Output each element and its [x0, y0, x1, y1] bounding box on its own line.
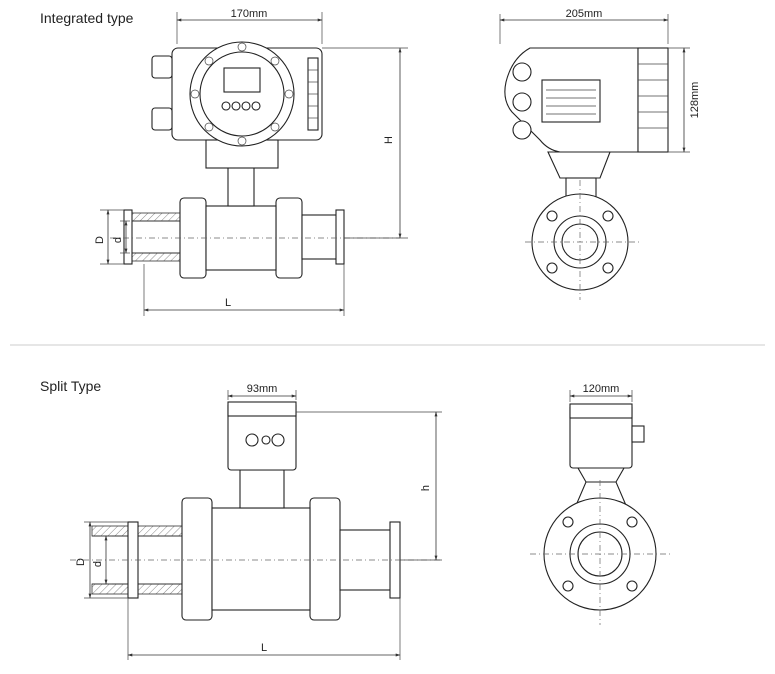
split-side-view: 120mm	[530, 383, 670, 625]
key-button-1	[221, 101, 231, 111]
lcd-display	[223, 67, 261, 93]
side-housing-base	[547, 151, 611, 179]
split-right-flange	[309, 497, 341, 621]
side-junction-base	[577, 467, 625, 483]
dim-split-d-label: d	[92, 561, 104, 567]
split-left-flange	[181, 497, 213, 621]
key-button-3	[241, 101, 251, 111]
junction-gland-2	[261, 435, 271, 445]
integrated-front-view: 170mm H D d L	[94, 8, 408, 316]
key-button-2	[231, 101, 241, 111]
integrated-type-title: Integrated type	[40, 10, 134, 26]
key-button-4	[251, 101, 261, 111]
integrated-side-view: 205mm 128mm	[499, 8, 701, 300]
side-ground-symbol	[512, 92, 532, 112]
left-clamp-ferrule	[123, 209, 133, 265]
side-gland-bottom	[512, 120, 532, 140]
pipe-wall-top-left	[129, 212, 181, 222]
split-neck	[239, 469, 285, 509]
junction-box-lid	[227, 401, 297, 417]
junction-gland-3	[271, 433, 285, 447]
split-type-title: Split Type	[40, 378, 102, 394]
dim-205mm-label: 205mm	[566, 8, 603, 20]
side-junction-lid	[569, 403, 633, 419]
nameplate	[541, 79, 601, 123]
dim-h-label: h	[420, 485, 432, 491]
pipe-wall-bottom-left	[129, 252, 181, 262]
display-cover-inner	[199, 51, 285, 137]
transmitter-neck	[227, 165, 255, 207]
dim-93mm-label: 93mm	[247, 383, 278, 395]
split-front-view: 93mm h D d L	[70, 383, 442, 660]
dim-H-label: H	[383, 136, 395, 144]
dim-128mm-label: 128mm	[689, 82, 701, 119]
side-junction-gland	[631, 425, 645, 443]
side-housing-fins	[637, 47, 669, 153]
split-sensor-body	[211, 507, 311, 611]
dim-170mm-label: 170mm	[231, 8, 268, 20]
dim-d-label: d	[112, 237, 124, 243]
junction-gland-1	[245, 433, 259, 447]
dim-D-label: D	[94, 236, 106, 244]
right-pipe-stub	[301, 214, 341, 260]
dim-split-D-label: D	[75, 558, 87, 566]
dim-120mm-label: 120mm	[583, 383, 620, 395]
cable-gland-bottom	[151, 107, 173, 131]
dim-L-label: L	[225, 297, 231, 309]
side-gland-top	[512, 62, 532, 82]
cable-gland-top	[151, 55, 173, 79]
dim-split-L-label: L	[261, 642, 267, 654]
right-clamp-ferrule	[335, 209, 345, 265]
